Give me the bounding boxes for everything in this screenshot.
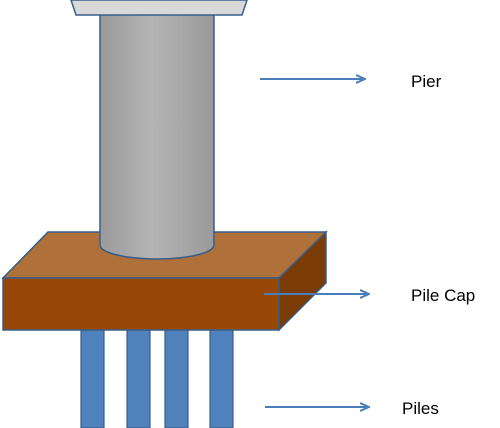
- pier-head: [70, 0, 248, 16]
- pile-cap-label: Pile Cap: [411, 286, 476, 305]
- pier-body: [99, 9, 215, 260]
- piles-label: Piles: [402, 399, 439, 418]
- pier-label: Pier: [411, 72, 442, 91]
- piles: [80, 326, 234, 428]
- pile-4: [209, 326, 234, 428]
- pile-2: [126, 326, 151, 428]
- pier: [70, 0, 248, 260]
- pile-1: [80, 326, 105, 428]
- pile-cap-front-face: [2, 277, 280, 331]
- pile-3: [164, 326, 189, 428]
- arrows: [260, 79, 369, 407]
